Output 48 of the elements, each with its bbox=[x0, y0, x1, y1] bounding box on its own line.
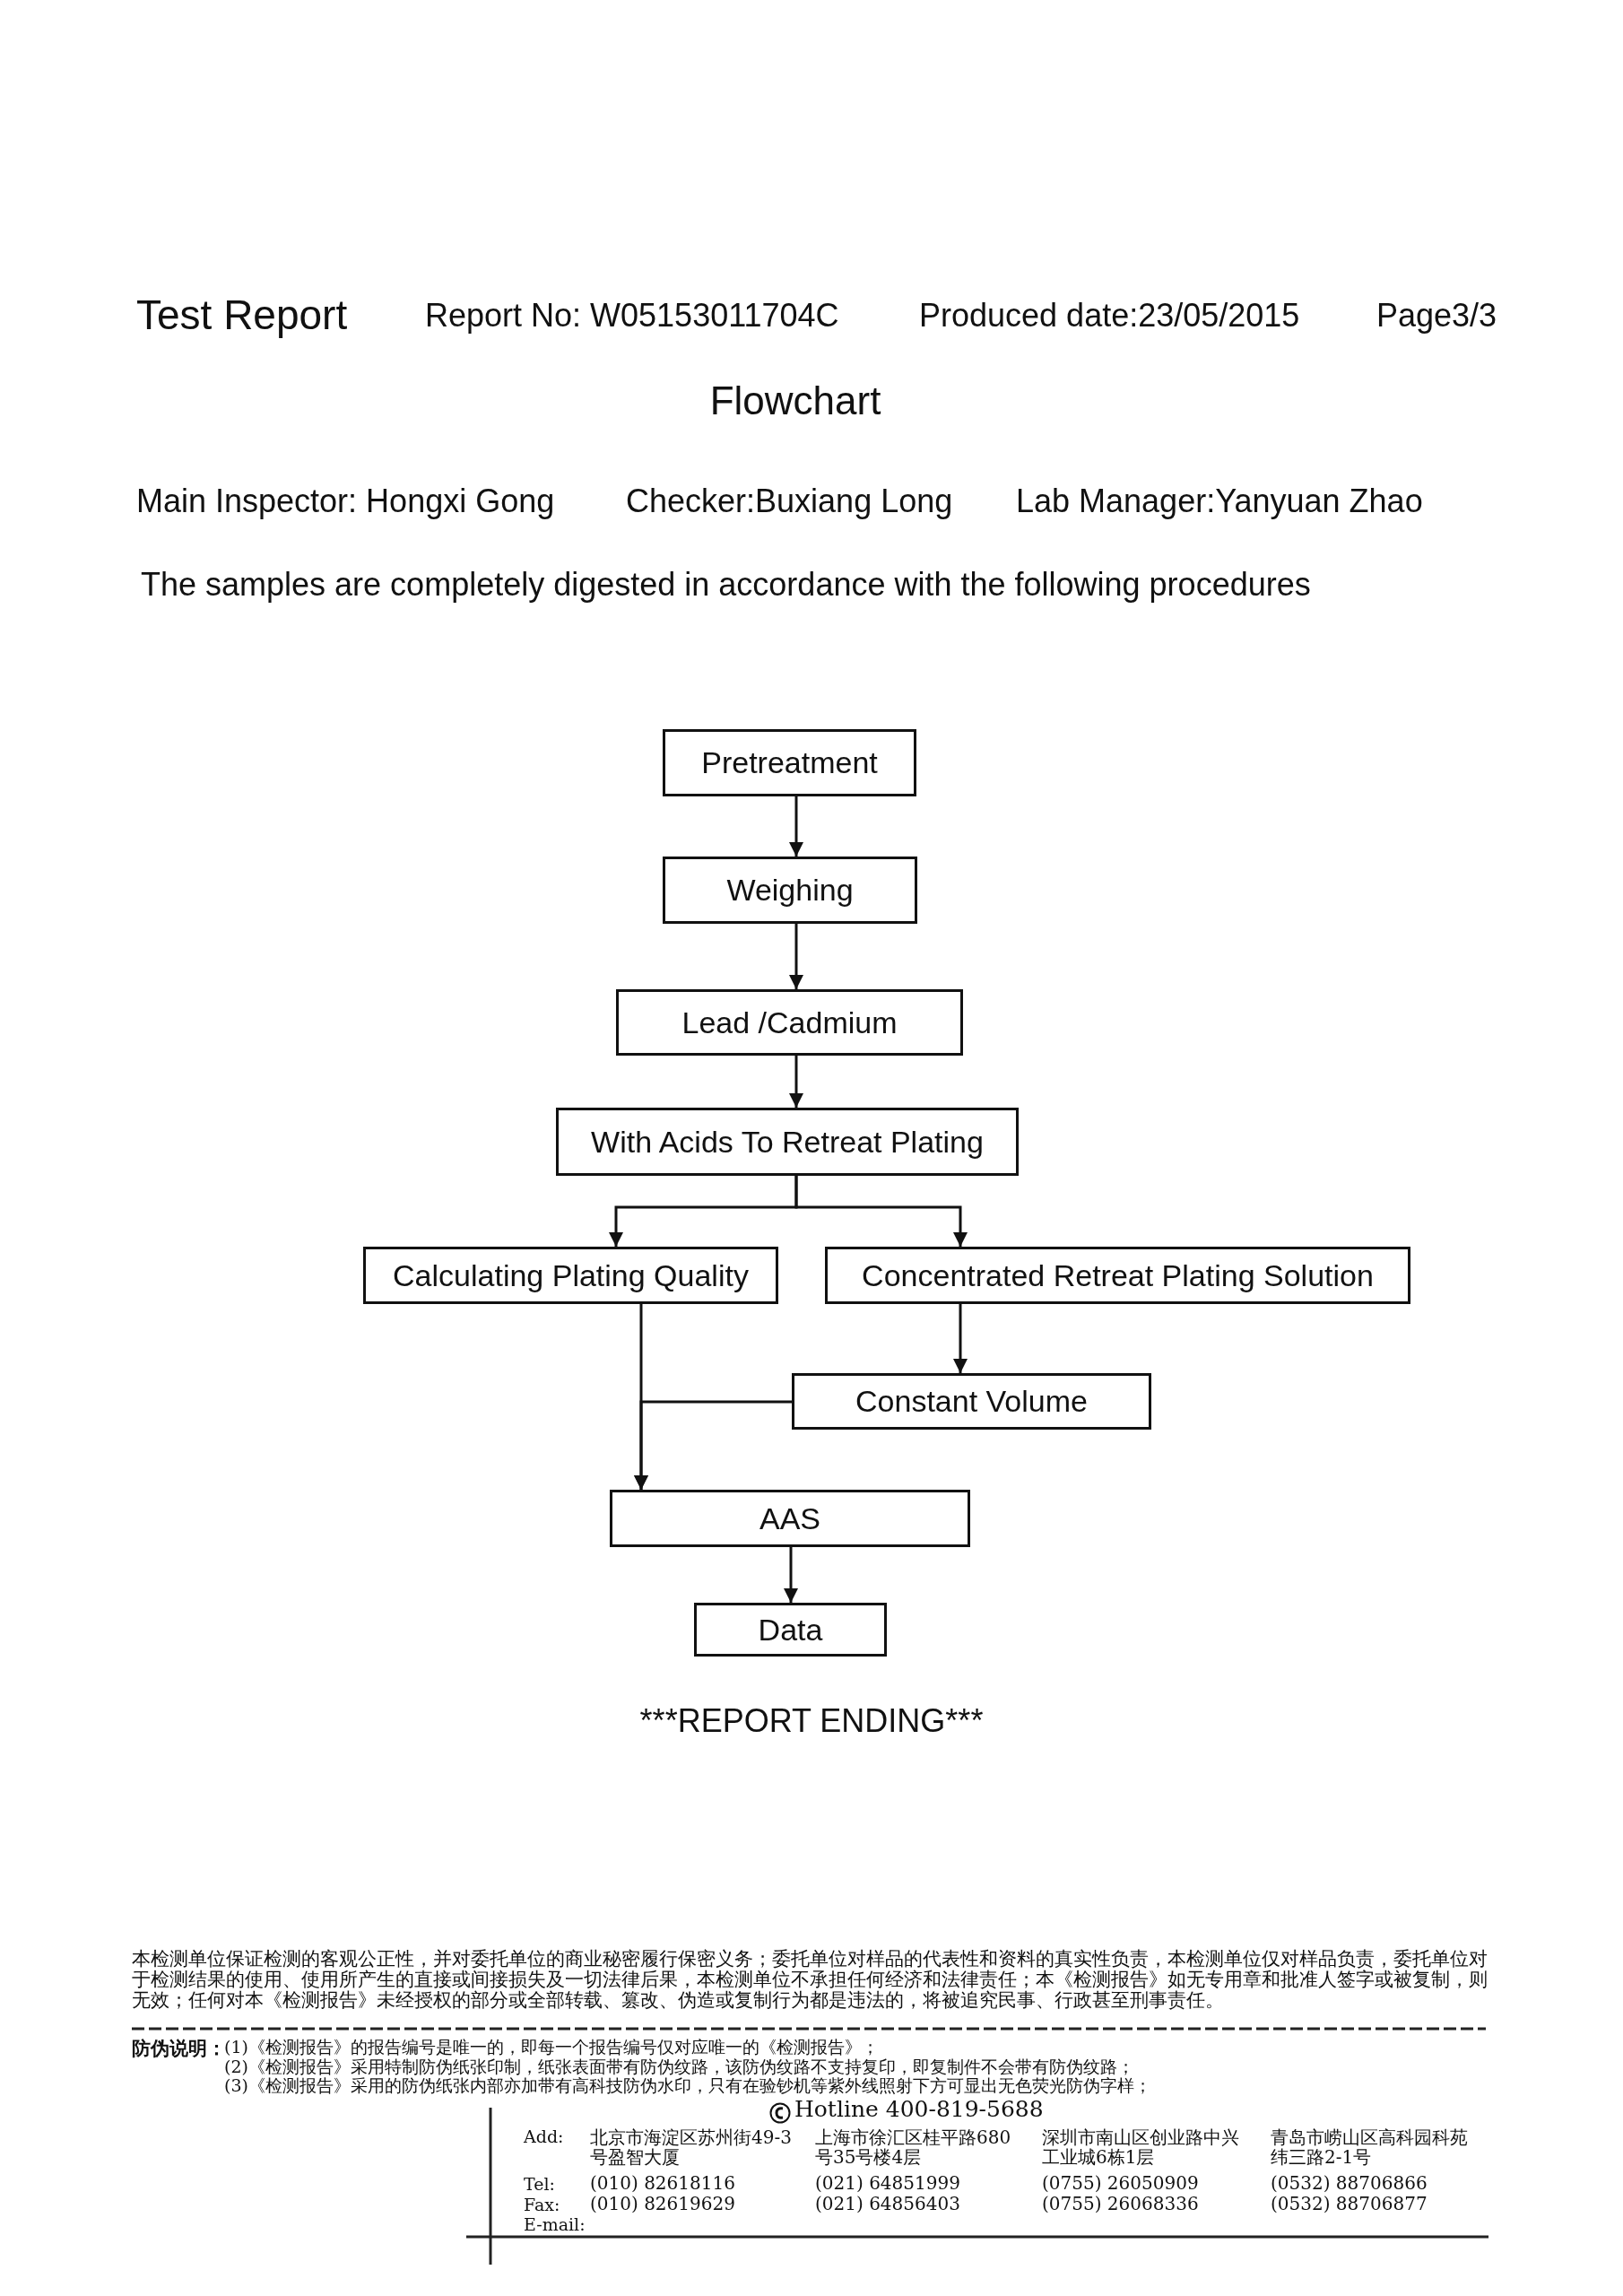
process-box: With Acids To Retreat Plating bbox=[556, 1108, 1019, 1176]
address-text: 青岛市崂山区高科园科苑纬三路2-1号 bbox=[1271, 2127, 1469, 2167]
process-box: Data bbox=[694, 1603, 887, 1657]
fax-number: (0755) 26068336 bbox=[1042, 2194, 1199, 2214]
address-text: 深圳市南山区创业路中兴工业城6栋1层 bbox=[1042, 2127, 1240, 2167]
process-box: AAS bbox=[610, 1490, 970, 1547]
address-text: 北京市海淀区苏州街49-3号盈智大厦 bbox=[590, 2127, 793, 2167]
inspector-name: Main Inspector: Hongxi Gong bbox=[136, 483, 555, 520]
page-number: Page3/3 bbox=[1376, 297, 1497, 335]
arrow bbox=[634, 1400, 792, 1490]
arrow bbox=[784, 1547, 798, 1603]
phone-number: (021) 64851999 bbox=[815, 2173, 960, 2194]
phone-number: (010) 82618116 bbox=[590, 2173, 735, 2194]
report-ending: ***REPORT ENDING*** bbox=[638, 1702, 985, 1740]
diagram-title: Flowchart bbox=[708, 378, 882, 424]
process-box: Concentrated Retreat Plating Solution bbox=[825, 1247, 1410, 1304]
fax-number: (021) 64856403 bbox=[815, 2194, 960, 2214]
arrow bbox=[794, 1176, 968, 1247]
process-box: Lead /Cadmium bbox=[616, 989, 963, 1056]
manager-name: Lab Manager:Yanyuan Zhao bbox=[1016, 483, 1423, 520]
phone-number: (0532) 88706866 bbox=[1271, 2173, 1428, 2194]
field-label: Add: bbox=[524, 2127, 564, 2147]
notice-item: (2)《检测报告》采用特制防伪纸张印制，纸张表面带有防伪纹路，该防伪纹路不支持复印，即复制件不会带有防伪纹路； bbox=[224, 2057, 1134, 2077]
intro-sentence: The samples are completely digested in accordance with the following procedures bbox=[141, 566, 1311, 604]
report-number: Report No: W05153011704C bbox=[425, 297, 839, 335]
field-label: Fax: bbox=[524, 2196, 560, 2215]
date-text: Produced date:23/05/2015 bbox=[919, 297, 1300, 335]
checker-name: Checker:Buxiang Long bbox=[626, 483, 953, 520]
field-label: Tel: bbox=[524, 2175, 555, 2195]
process-box: Calculating Plating Quality bbox=[363, 1247, 778, 1304]
arrow bbox=[789, 1056, 803, 1108]
notice-heading: 防伪说明： bbox=[132, 2038, 226, 2060]
report-title: Test Report bbox=[136, 291, 348, 339]
notice-item: (3)《检测报告》采用的防伪纸张内部亦加带有高科技防伪水印，只有在验钞机等紫外线照射下方可显出无色荧光防伪字样； bbox=[224, 2076, 1151, 2096]
field-label: E-mail: bbox=[524, 2215, 586, 2235]
address-text: 上海市徐汇区桂平路680号35号楼4层 bbox=[815, 2127, 1012, 2167]
arrow bbox=[789, 924, 803, 989]
fax-number: (010) 82619629 bbox=[590, 2194, 735, 2214]
notice-item: (1)《检测报告》的报告编号是唯一的，即每一个报告编号仅对应唯一的《检测报告》； bbox=[224, 2038, 879, 2057]
process-box: Pretreatment bbox=[663, 729, 916, 796]
disclaimer-text: 本检测单位保证检测的客观公正性，并对委托单位的商业秘密履行保密义务；委托单位对样品的代表性和资料的真实性负责，本检测单位仅对样品负责，委托单位对于检测结果的使用、使用所产生的直接或间接损失及一切法律后果，本检测单位不承担任何经济和法律责任；本《检测报告》如无专用章和批准人签字或被复制，则无效；任何对本《检测报告》未经授权的部分或全部转载、篡改、伪造或复制行为都是违法的，将被追究民事、行政甚至刑事责任。 bbox=[132, 1949, 1488, 2012]
hotline-text: Hotline 400-819-5688 bbox=[794, 2097, 1044, 2123]
arrow bbox=[953, 1304, 968, 1373]
process-box: Weighing bbox=[663, 857, 917, 924]
phone-number: (0755) 26050909 bbox=[1042, 2173, 1199, 2194]
arrow bbox=[789, 796, 803, 857]
fax-number: (0532) 88706877 bbox=[1271, 2194, 1428, 2214]
process-box: Constant Volume bbox=[792, 1373, 1151, 1430]
